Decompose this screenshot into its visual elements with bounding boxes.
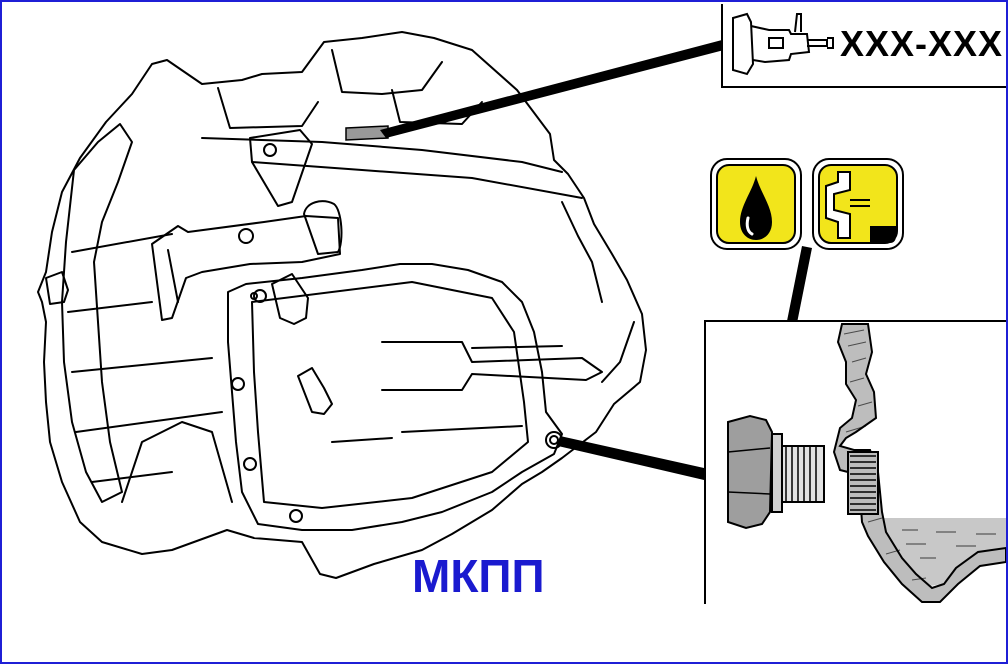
oil-level-icon	[812, 158, 904, 250]
shift-bracket	[249, 129, 313, 207]
gearbox-icon	[732, 12, 834, 76]
mounting-ear	[45, 271, 69, 305]
oil-drop-icon	[710, 158, 802, 250]
drain-plug-thread	[781, 445, 825, 503]
gearbox-housing-outline	[37, 31, 647, 579]
drain-plug-detail-drawing	[727, 323, 1006, 603]
transmission-code: XXX-XXX	[840, 23, 1004, 64]
selector-shaft	[303, 200, 343, 255]
oil-icons-panel	[710, 158, 904, 250]
drain-plug-detail-inset	[704, 320, 1006, 604]
housing-wall-section	[832, 323, 1006, 603]
side-cover	[227, 263, 563, 531]
drain-leader-line	[558, 436, 704, 480]
transmission-type-label: МКПП	[412, 550, 545, 602]
drain-plug-head	[727, 414, 774, 530]
code-plate	[345, 125, 389, 141]
drain-plug-washer	[771, 433, 783, 513]
bell-housing-rim	[61, 123, 133, 503]
speed-sensor	[297, 367, 333, 415]
transmission-code-box	[721, 4, 1006, 88]
reverse-light-switch	[271, 273, 309, 325]
code-leader-line	[380, 40, 724, 138]
shift-lever	[151, 215, 341, 321]
